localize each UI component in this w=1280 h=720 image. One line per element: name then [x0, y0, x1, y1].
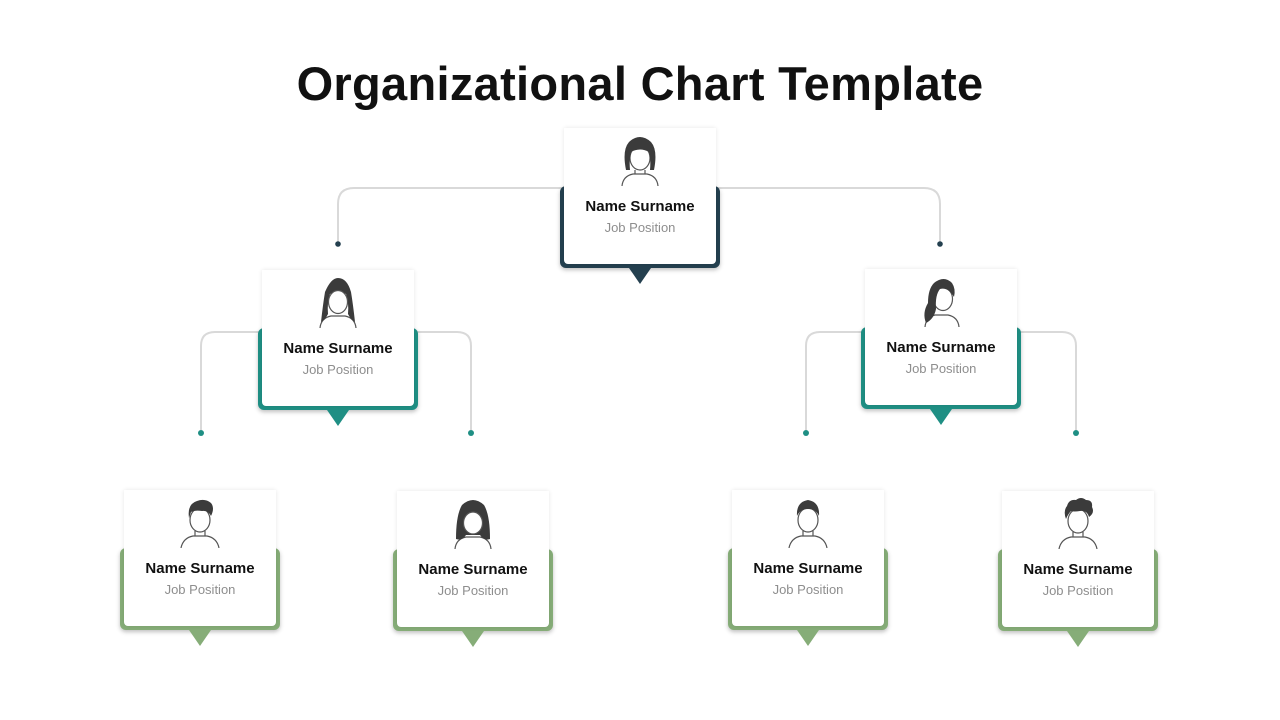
woman-side-hair-icon — [924, 279, 960, 327]
node-pointer — [1067, 631, 1089, 647]
connector-ceo-right — [715, 187, 941, 242]
node-pointer — [629, 268, 651, 284]
node-role: Job Position — [772, 582, 844, 597]
woman-long-hair-icon — [319, 278, 357, 328]
node-name: Name Surname — [753, 560, 863, 577]
connector-dot — [198, 430, 204, 436]
connector-left-staff2 — [413, 331, 472, 430]
node-role: Job Position — [1042, 583, 1114, 598]
man-short-hair-icon — [788, 500, 828, 548]
node-role: Job Position — [164, 582, 236, 597]
node-name: Name Surname — [1023, 561, 1133, 578]
node-name: Name Surname — [585, 198, 695, 215]
connector-right-staff3 — [805, 331, 864, 430]
node-staff-4[interactable]: Name Surname Job Position — [998, 491, 1158, 647]
node-name: Name Surname — [886, 339, 996, 356]
node-pointer — [189, 630, 211, 646]
node-role: Job Position — [437, 583, 509, 598]
page-title: Organizational Chart Template — [296, 57, 984, 110]
node-role: Job Position — [905, 361, 977, 376]
node-staff-2[interactable]: Name Surname Job Position — [393, 491, 553, 647]
woman-dark-hair-icon — [454, 500, 492, 549]
node-name: Name Surname — [145, 560, 255, 577]
connector-dot — [468, 430, 474, 436]
connector-dot — [937, 241, 943, 247]
man-curly-hair-icon — [1058, 498, 1098, 549]
node-pointer — [327, 410, 349, 426]
node-name: Name Surname — [418, 561, 528, 578]
connector-right-staff4 — [1015, 331, 1077, 430]
connector-left-staff1 — [200, 331, 262, 430]
node-role: Job Position — [302, 362, 374, 377]
node-pointer — [797, 630, 819, 646]
node-manager-left[interactable]: Name Surname Job Position — [258, 270, 418, 426]
node-manager-right[interactable]: Name Surname Job Position — [861, 269, 1021, 425]
node-staff-1[interactable]: Name Surname Job Position — [120, 490, 280, 646]
node-staff-3[interactable]: Name Surname Job Position — [728, 490, 888, 646]
connector-dot — [803, 430, 809, 436]
node-pointer — [462, 631, 484, 647]
node-pointer — [930, 409, 952, 425]
connector-dot — [335, 241, 341, 247]
woman-bob-hair-icon — [621, 137, 659, 186]
connector-ceo-left — [337, 187, 565, 242]
node-role: Job Position — [604, 220, 676, 235]
node-name: Name Surname — [283, 340, 393, 357]
connector-dot — [1073, 430, 1079, 436]
node-ceo[interactable]: Name Surname Job Position — [560, 128, 720, 284]
man-short-hair-icon — [180, 499, 220, 548]
